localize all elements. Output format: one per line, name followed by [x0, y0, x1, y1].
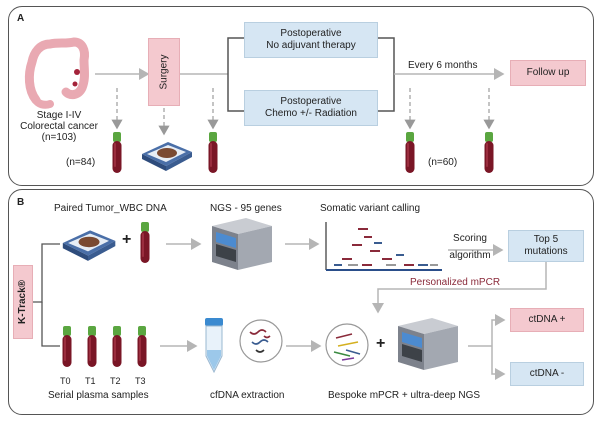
- scoring-label: Scoring algorithm: [449, 233, 491, 261]
- ctdna-negative-label: ctDNA -: [529, 368, 565, 379]
- panel-a-label: A: [17, 13, 25, 24]
- variant-plot-icon: [325, 222, 442, 271]
- top5-label: Top 5 mutations: [524, 234, 568, 257]
- branch-no-adjuvant-box: Postoperative No adjuvant therapy: [244, 22, 378, 58]
- blood-tube-icon: [85, 326, 99, 370]
- follow-up-label: Follow up: [526, 67, 570, 78]
- tissue-cassette-icon: [142, 142, 192, 171]
- dna-fragments-icon: [325, 323, 369, 367]
- top5-box: Top 5 mutations: [508, 230, 584, 262]
- tissue-cassette-icon: [62, 230, 116, 261]
- dna-fragments-icon: [239, 319, 283, 363]
- sequencer-icon: [212, 218, 272, 270]
- follow-up-box: Follow up: [510, 60, 586, 86]
- bespoke-label: Bespoke mPCR + ultra-deep NGS: [328, 390, 481, 401]
- somatic-label: Somatic variant calling: [320, 203, 421, 214]
- cohort-label: Stage I-IV Colorectal cancer (n=103): [20, 110, 98, 143]
- timepoint-t3: T3: [135, 376, 146, 386]
- ctdna-negative-box: ctDNA -: [510, 362, 584, 386]
- interval-label: Every 6 months: [408, 60, 478, 71]
- n-followup-label: (n=60): [428, 157, 458, 168]
- n-baseline-label: (n=84): [66, 157, 96, 168]
- blood-tube-icon: [60, 326, 74, 370]
- blood-tube-icon: [110, 326, 124, 370]
- plus-sign: +: [122, 231, 132, 248]
- ctdna-positive-box: ctDNA +: [510, 308, 584, 332]
- sequencer-icon: [398, 318, 458, 370]
- blood-tube-icon: [135, 326, 149, 370]
- serial-label: Serial plasma samples: [48, 390, 149, 401]
- surgery-box: Surgery: [148, 38, 180, 106]
- branch-no-adjuvant-label: Postoperative No adjuvant therapy: [266, 28, 356, 51]
- paired-dna-label: Paired Tumor_WBC DNA: [54, 203, 167, 214]
- ngs-label: NGS - 95 genes: [210, 203, 282, 214]
- cfdna-tube-icon: [205, 318, 223, 374]
- timepoint-t0: T0: [60, 376, 71, 386]
- timepoint-t1: T1: [85, 376, 96, 386]
- ctdna-positive-label: ctDNA +: [528, 314, 566, 325]
- colon-icon: [24, 37, 89, 109]
- timepoint-t2: T2: [110, 376, 121, 386]
- panel-b-label: B: [17, 197, 25, 208]
- blood-tube-icon: [138, 222, 152, 266]
- branch-chemo-label: Postoperative Chemo +/- Radiation: [265, 96, 357, 119]
- cfdna-label: cfDNA extraction: [210, 390, 285, 401]
- ktrack-box: K-Track®: [13, 265, 33, 339]
- branch-chemo-box: Postoperative Chemo +/- Radiation: [244, 90, 378, 126]
- plus-sign-2: +: [376, 335, 386, 352]
- personalized-label: Personalized mPCR: [410, 277, 501, 288]
